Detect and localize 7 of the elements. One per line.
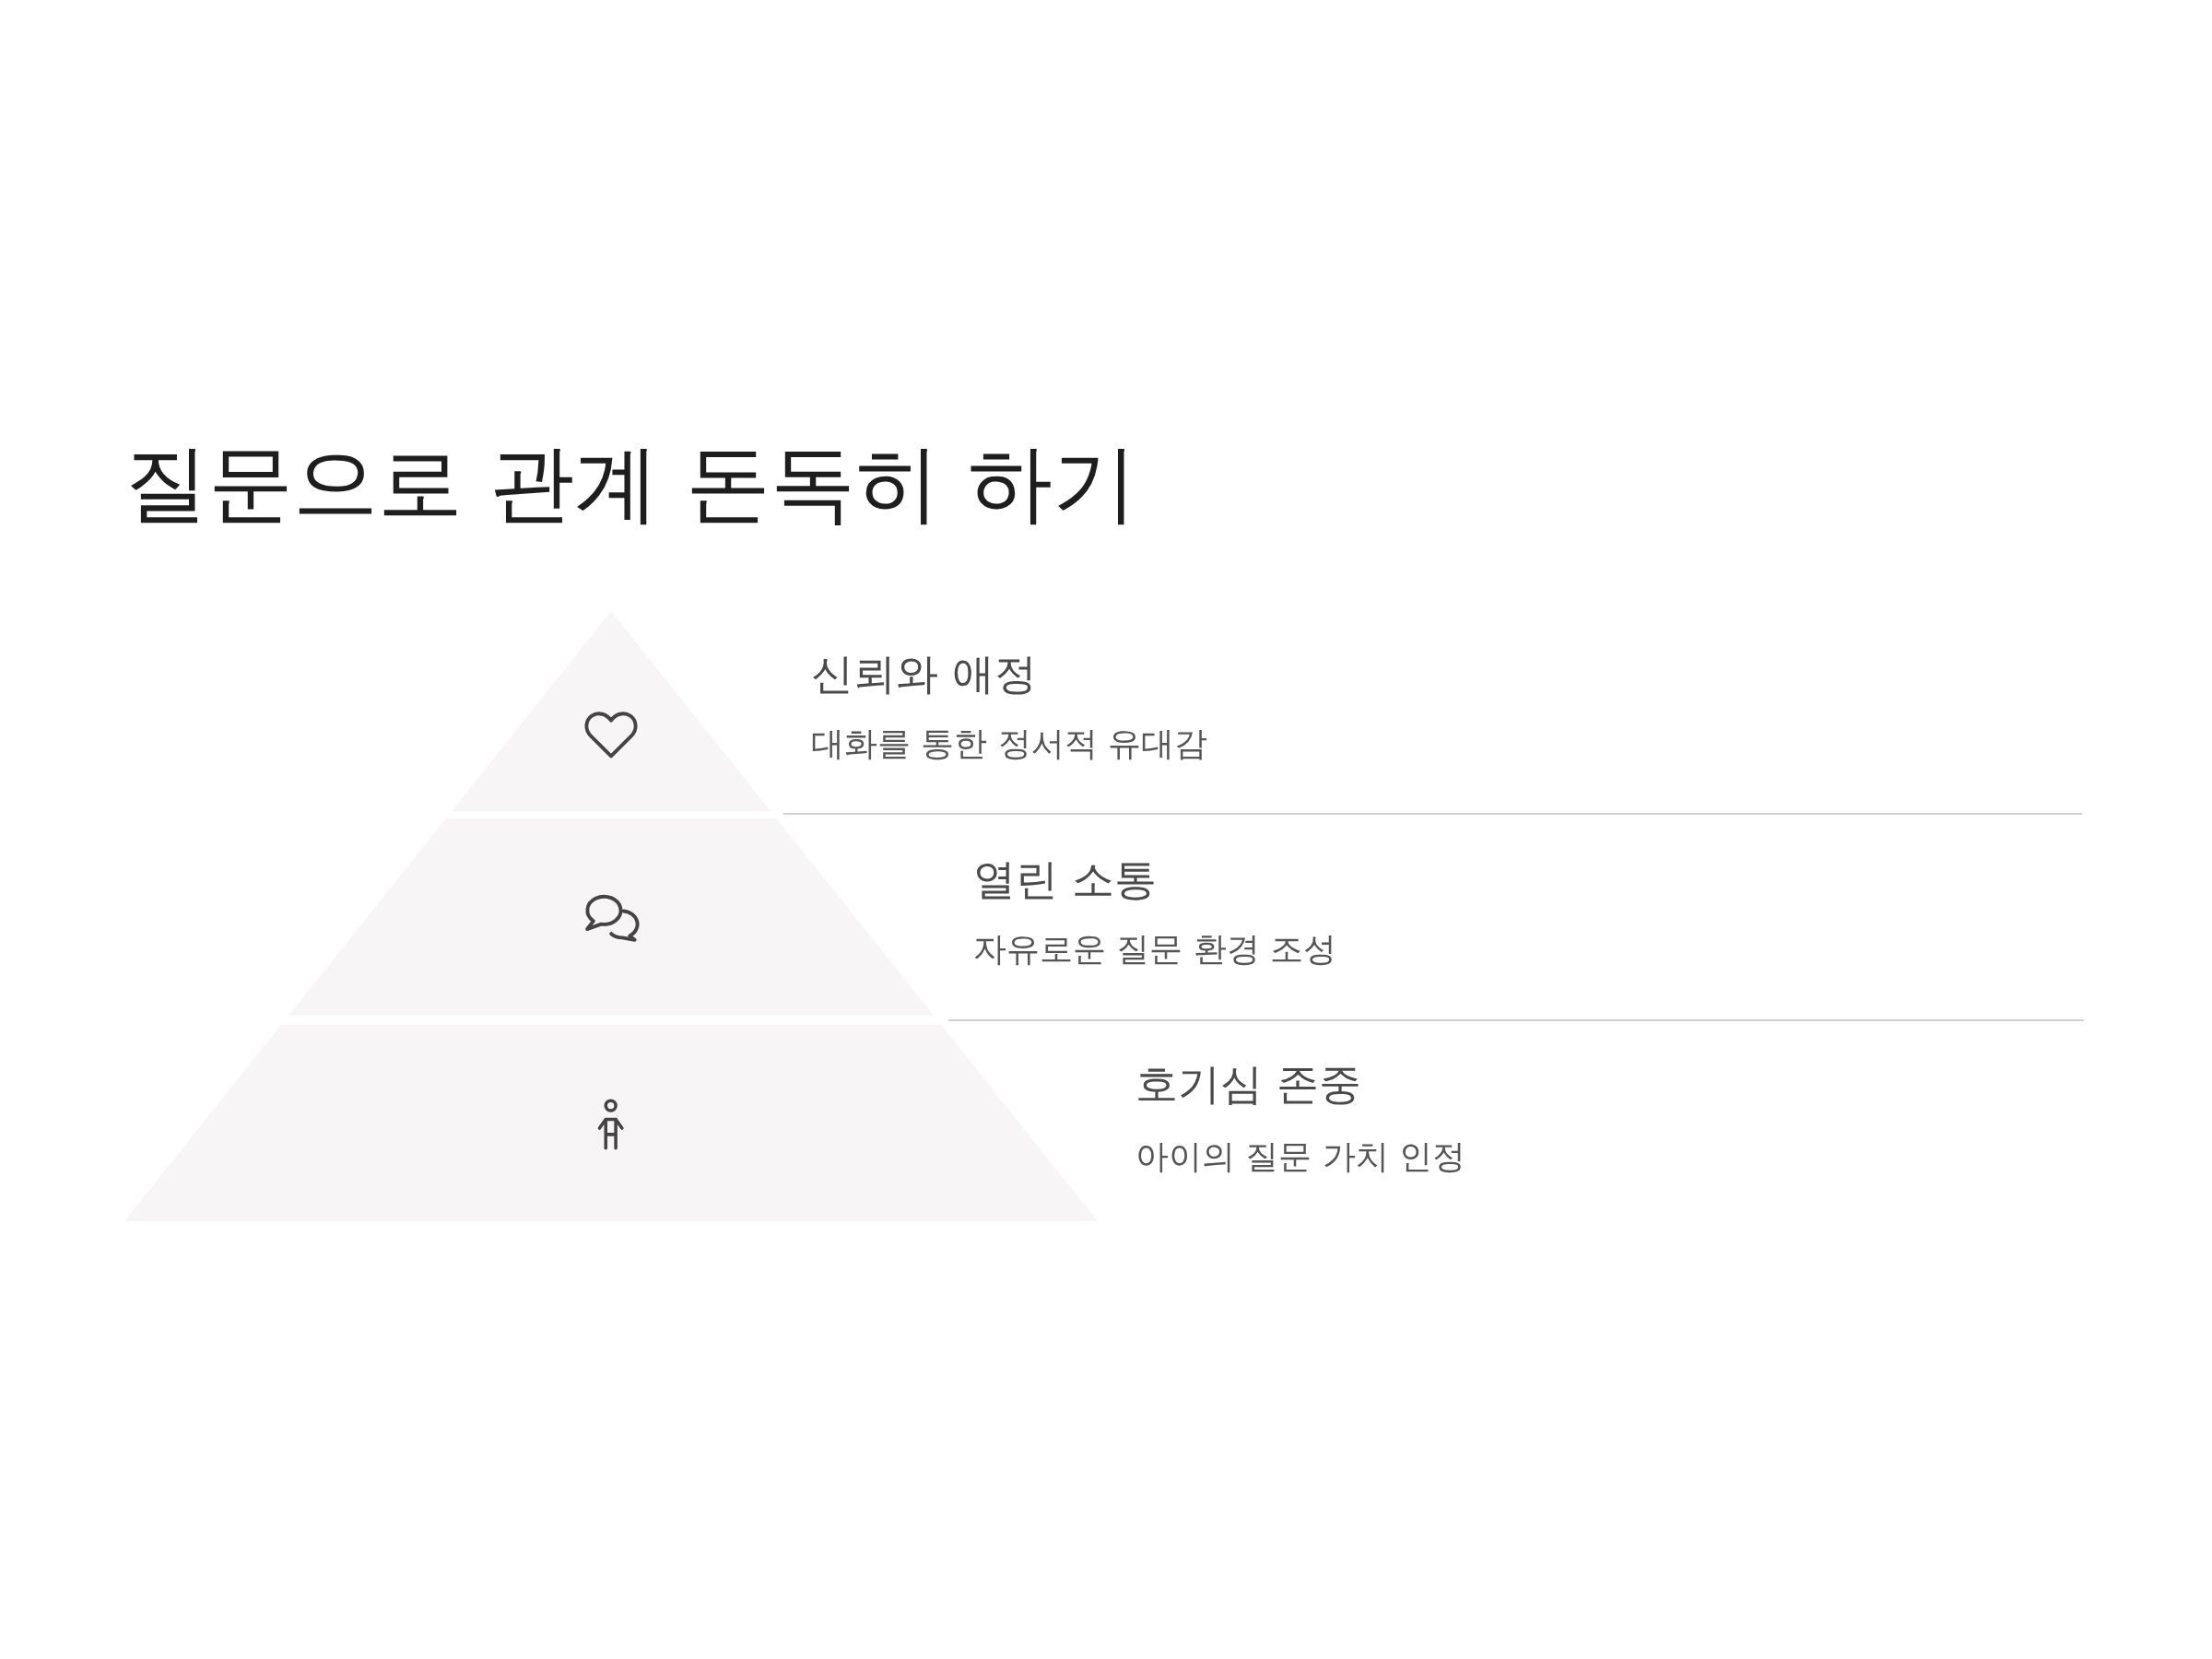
tier-description: 자유로운 질문 환경 조성 [973,929,1337,970]
tier-description: 대화를 통한 정서적 유대감 [811,724,1208,764]
tier-description: 아이의 질문 가치 인정 [1135,1136,1466,1177]
tier-heading: 열린 소통 [973,854,1157,906]
tier-heading: 신뢰와 애정 [811,649,1037,700]
title: 질문으로 관계 돈독히 하기 [124,437,1137,531]
tier-heading: 호기심 존중 [1135,1059,1361,1111]
